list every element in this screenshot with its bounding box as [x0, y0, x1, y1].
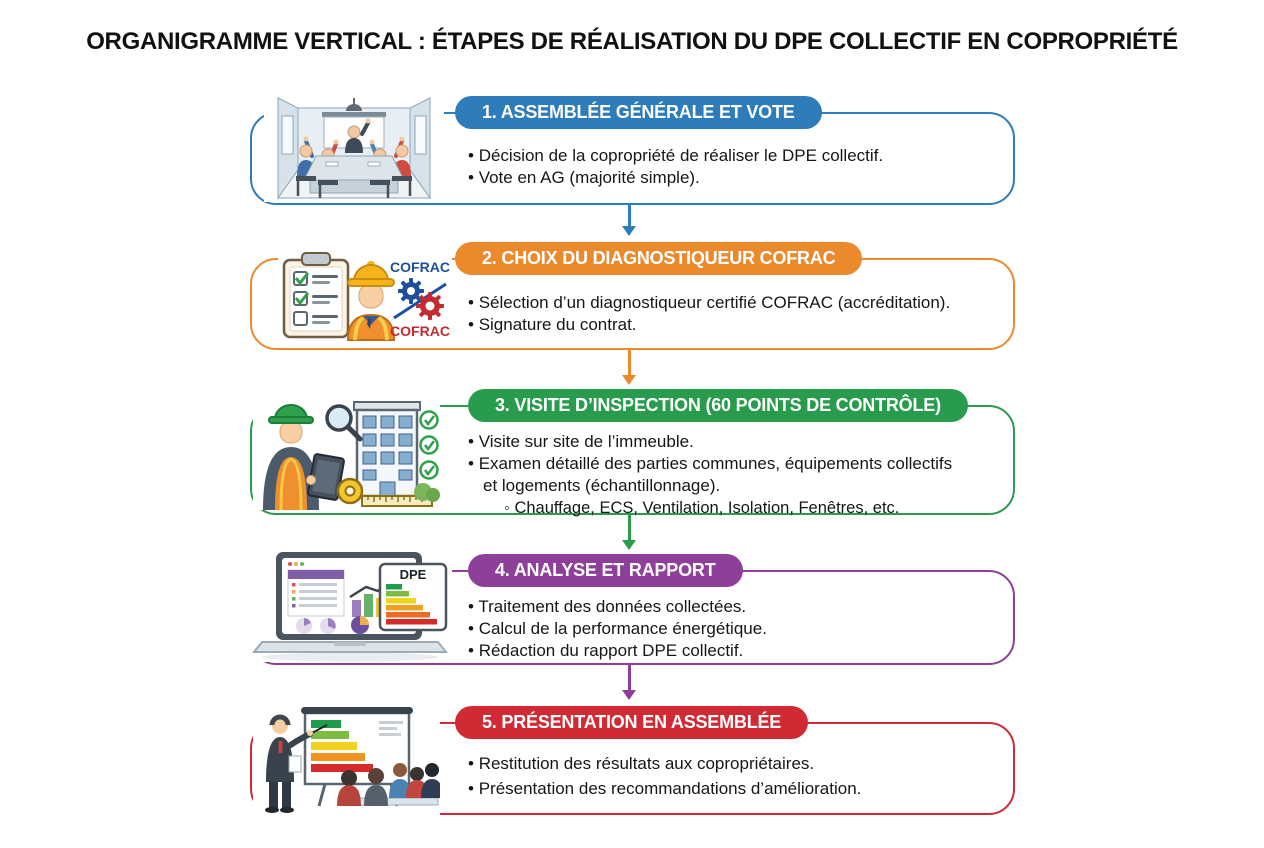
bullet: Calcul de la performance énergétique. — [468, 618, 1016, 640]
step-5-bullets: Restitution des résultats aux copropriét… — [468, 751, 1016, 801]
meeting-vote-illustration — [264, 96, 444, 202]
presentation-illustration — [253, 700, 440, 816]
svg-text:DPE: DPE — [400, 567, 427, 582]
cofrac-illustration: COFRAC — [278, 249, 452, 341]
magnifier-icon — [325, 404, 353, 432]
step-2-header: 2. CHOIX DU DIAGNOSTIQUEUR COFRAC — [455, 242, 863, 275]
site-inspection-icon — [263, 401, 440, 510]
step-4-analyse-rapport: DPE 4. ANALYSE ET RAPPORT Traitement des… — [248, 550, 1016, 700]
dpe-label-card: DPE — [378, 562, 448, 632]
arrow-step3-to-step4 — [623, 515, 635, 550]
bullet: Visite sur site de l’immeuble. — [468, 431, 954, 453]
bullet: Vote en AG (majorité simple). — [468, 167, 1016, 189]
bullet: Présentation des recommandations d’améli… — [468, 776, 1016, 801]
step-4-header: 4. ANALYSE ET RAPPORT — [468, 554, 743, 587]
arrow-step4-to-step5 — [623, 665, 635, 700]
bullet: Signature du contrat. — [468, 314, 1016, 336]
step-1-header: 1. ASSEMBLÉE GÉNÉRALE ET VOTE — [455, 96, 822, 129]
arrow-step1-to-step2 — [623, 205, 635, 236]
svg-text:COFRAC: COFRAC — [390, 323, 450, 339]
step-3-header: 3. VISITE D’INSPECTION (60 POINTS DE CON… — [468, 389, 968, 422]
svg-text:COFRAC: COFRAC — [390, 259, 450, 275]
step-3-visite-inspection: 3. VISITE D’INSPECTION (60 POINTS DE CON… — [250, 389, 1015, 550]
laptop-dashboard-icon: DPE — [251, 552, 449, 662]
cofrac-diagnostician-icon: COFRAC — [282, 252, 450, 341]
step-2-bullets: Sélection d’un diagnostiqueur certifié C… — [468, 292, 1016, 336]
inspection-illustration — [253, 392, 440, 510]
bullet: Décision de la copropriété de réaliser l… — [468, 145, 1016, 167]
check-circles — [419, 410, 439, 480]
energy-bars — [311, 720, 373, 772]
sub-bullet: Chauffage, ECS, Ventilation, Isolation, … — [468, 497, 954, 519]
laptop-report-illustration: DPE — [248, 550, 452, 662]
bullet: Restitution des résultats aux copropriét… — [468, 751, 1016, 776]
meeting-room-icon — [277, 97, 431, 200]
step-2-choix-diagnostiqueur: COFRAC — [250, 242, 1016, 385]
step-5-header: 5. PRÉSENTATION EN ASSEMBLÉE — [455, 706, 809, 739]
bullet: Examen détaillé des parties communes, éq… — [468, 453, 954, 497]
bullet: Rédaction du rapport DPE collectif. — [468, 640, 1016, 662]
bullet: Traitement des données collectées. — [468, 596, 1016, 618]
step-3-bullets: Visite sur site de l’immeuble. Examen dé… — [468, 431, 954, 519]
step-5-presentation-assemblee: 5. PRÉSENTATION EN ASSEMBLÉE Restitution… — [250, 700, 1016, 816]
energy-presentation-icon — [265, 707, 440, 813]
bullet: Sélection d’un diagnostiqueur certifié C… — [468, 292, 1016, 314]
step-4-bullets: Traitement des données collectées. Calcu… — [468, 596, 1016, 662]
step-1-assemblee-generale: 1. ASSEMBLÉE GÉNÉRALE ET VOTE Décision d… — [250, 96, 1016, 236]
arrow-step2-to-step3 — [623, 350, 635, 385]
page-title: ORGANIGRAMME VERTICAL : ÉTAPES DE RÉALIS… — [86, 28, 1178, 55]
cofrac-logo: COFRAC — [390, 259, 450, 339]
step-1-bullets: Décision de la copropriété de réaliser l… — [468, 145, 1016, 189]
